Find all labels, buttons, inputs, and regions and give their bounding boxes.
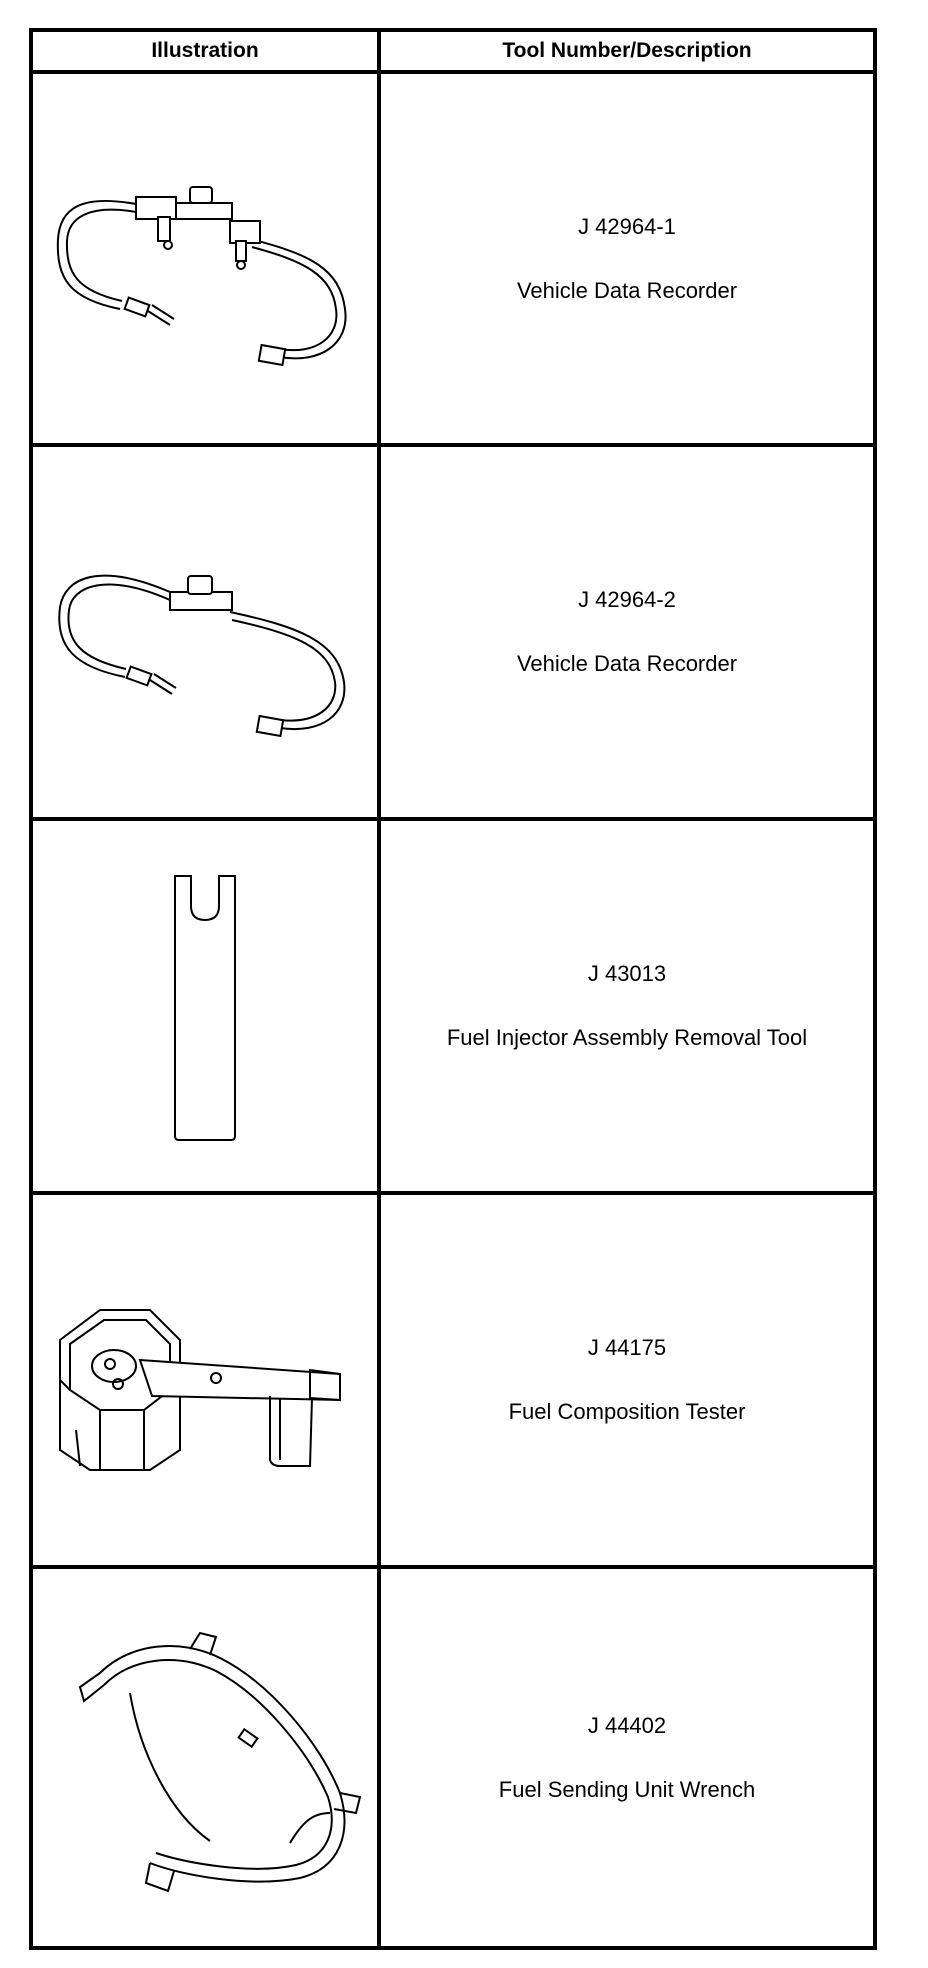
column-divider	[377, 32, 381, 1946]
composition-tester-icon	[33, 1195, 377, 1565]
tool-description: Vehicle Data Recorder	[516, 277, 738, 303]
table-row: J 44175 Fuel Composition Tester	[33, 1195, 873, 1569]
hose-adapter-two-valve-icon	[33, 74, 377, 443]
tool-description: Fuel Composition Tester	[508, 1399, 746, 1424]
tool-description: Fuel Sending Unit Wrench	[498, 1776, 756, 1802]
tool-number: J 42964-2	[578, 587, 676, 612]
tool-info: J 42964-1 Vehicle Data Recorder	[381, 74, 873, 443]
header-tool-description: Tool Number/Description	[502, 39, 752, 62]
table-row: J 44402 Fuel Sending Unit Wrench	[33, 1569, 873, 1946]
hose-adapter-single-valve-icon	[33, 447, 377, 817]
tool-info: J 44175 Fuel Composition Tester	[381, 1195, 873, 1565]
tool-info: J 44402 Fuel Sending Unit Wrench	[381, 1569, 873, 1946]
tool-number: J 42964-1	[578, 213, 676, 239]
table-row: J 43013 Fuel Injector Assembly Removal T…	[33, 821, 873, 1195]
tool-number: J 43013	[587, 961, 667, 986]
tool-info: J 42964-2 Vehicle Data Recorder	[381, 447, 873, 817]
spanner-ring-wrench-icon	[33, 1569, 377, 1946]
tool-description: Vehicle Data Recorder	[516, 651, 738, 676]
table-header: Illustration Tool Number/Description	[33, 32, 873, 74]
tool-number: J 44175	[587, 1335, 667, 1360]
tool-number: J 44402	[587, 1712, 667, 1738]
tool-description: Fuel Injector Assembly Removal Tool	[446, 1025, 808, 1050]
forked-removal-bar-icon	[33, 821, 377, 1191]
table-row: J 42964-1 Vehicle Data Recorder	[33, 74, 873, 447]
table-row: J 42964-2 Vehicle Data Recorder	[33, 447, 873, 821]
header-illustration: Illustration	[151, 39, 259, 62]
tool-table: Illustration Tool Number/Description	[29, 28, 877, 1950]
tool-info: J 43013 Fuel Injector Assembly Removal T…	[381, 821, 873, 1191]
